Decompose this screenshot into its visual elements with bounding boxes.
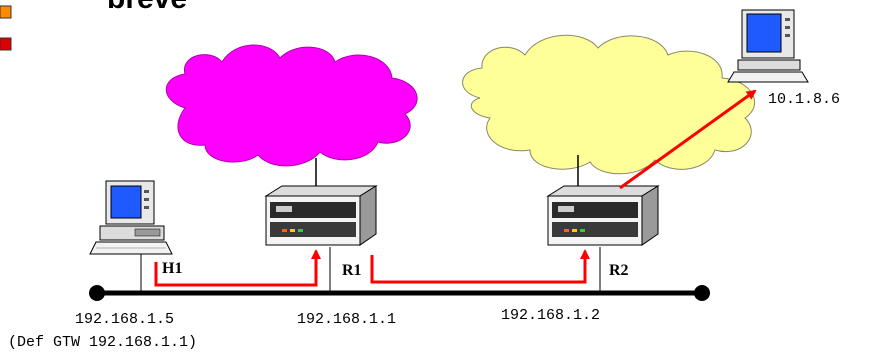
route-r2-remote-arrow [619,89,757,190]
h1-label: H1 [162,260,182,277]
bullet-orange-icon [0,5,12,19]
r1-ip: 192.168.1.1 [297,311,396,328]
computer-icon [89,180,173,255]
cloud-icon [165,44,418,167]
computer-icon [727,9,809,83]
bus-terminator-left [89,285,105,301]
cloud-icon [462,34,756,175]
route-h1-r1-arrow [154,249,321,287]
r2-label: R2 [609,262,629,279]
router-icon [264,185,378,246]
remote-ip: 10.1.8.6 [768,91,840,108]
route-r1-r2-arrow [370,249,590,284]
bullet-red-icon [0,37,12,51]
h1-gateway-note: (Def GTW 192.168.1.1) [8,334,197,351]
slide-title: breve [107,0,187,15]
r1-label: R1 [342,262,362,279]
r2-ip: 192.168.1.2 [501,307,600,324]
h1-ip: 192.168.1.5 [75,311,174,328]
bus-terminator-right [694,285,710,301]
router-icon [546,185,660,246]
